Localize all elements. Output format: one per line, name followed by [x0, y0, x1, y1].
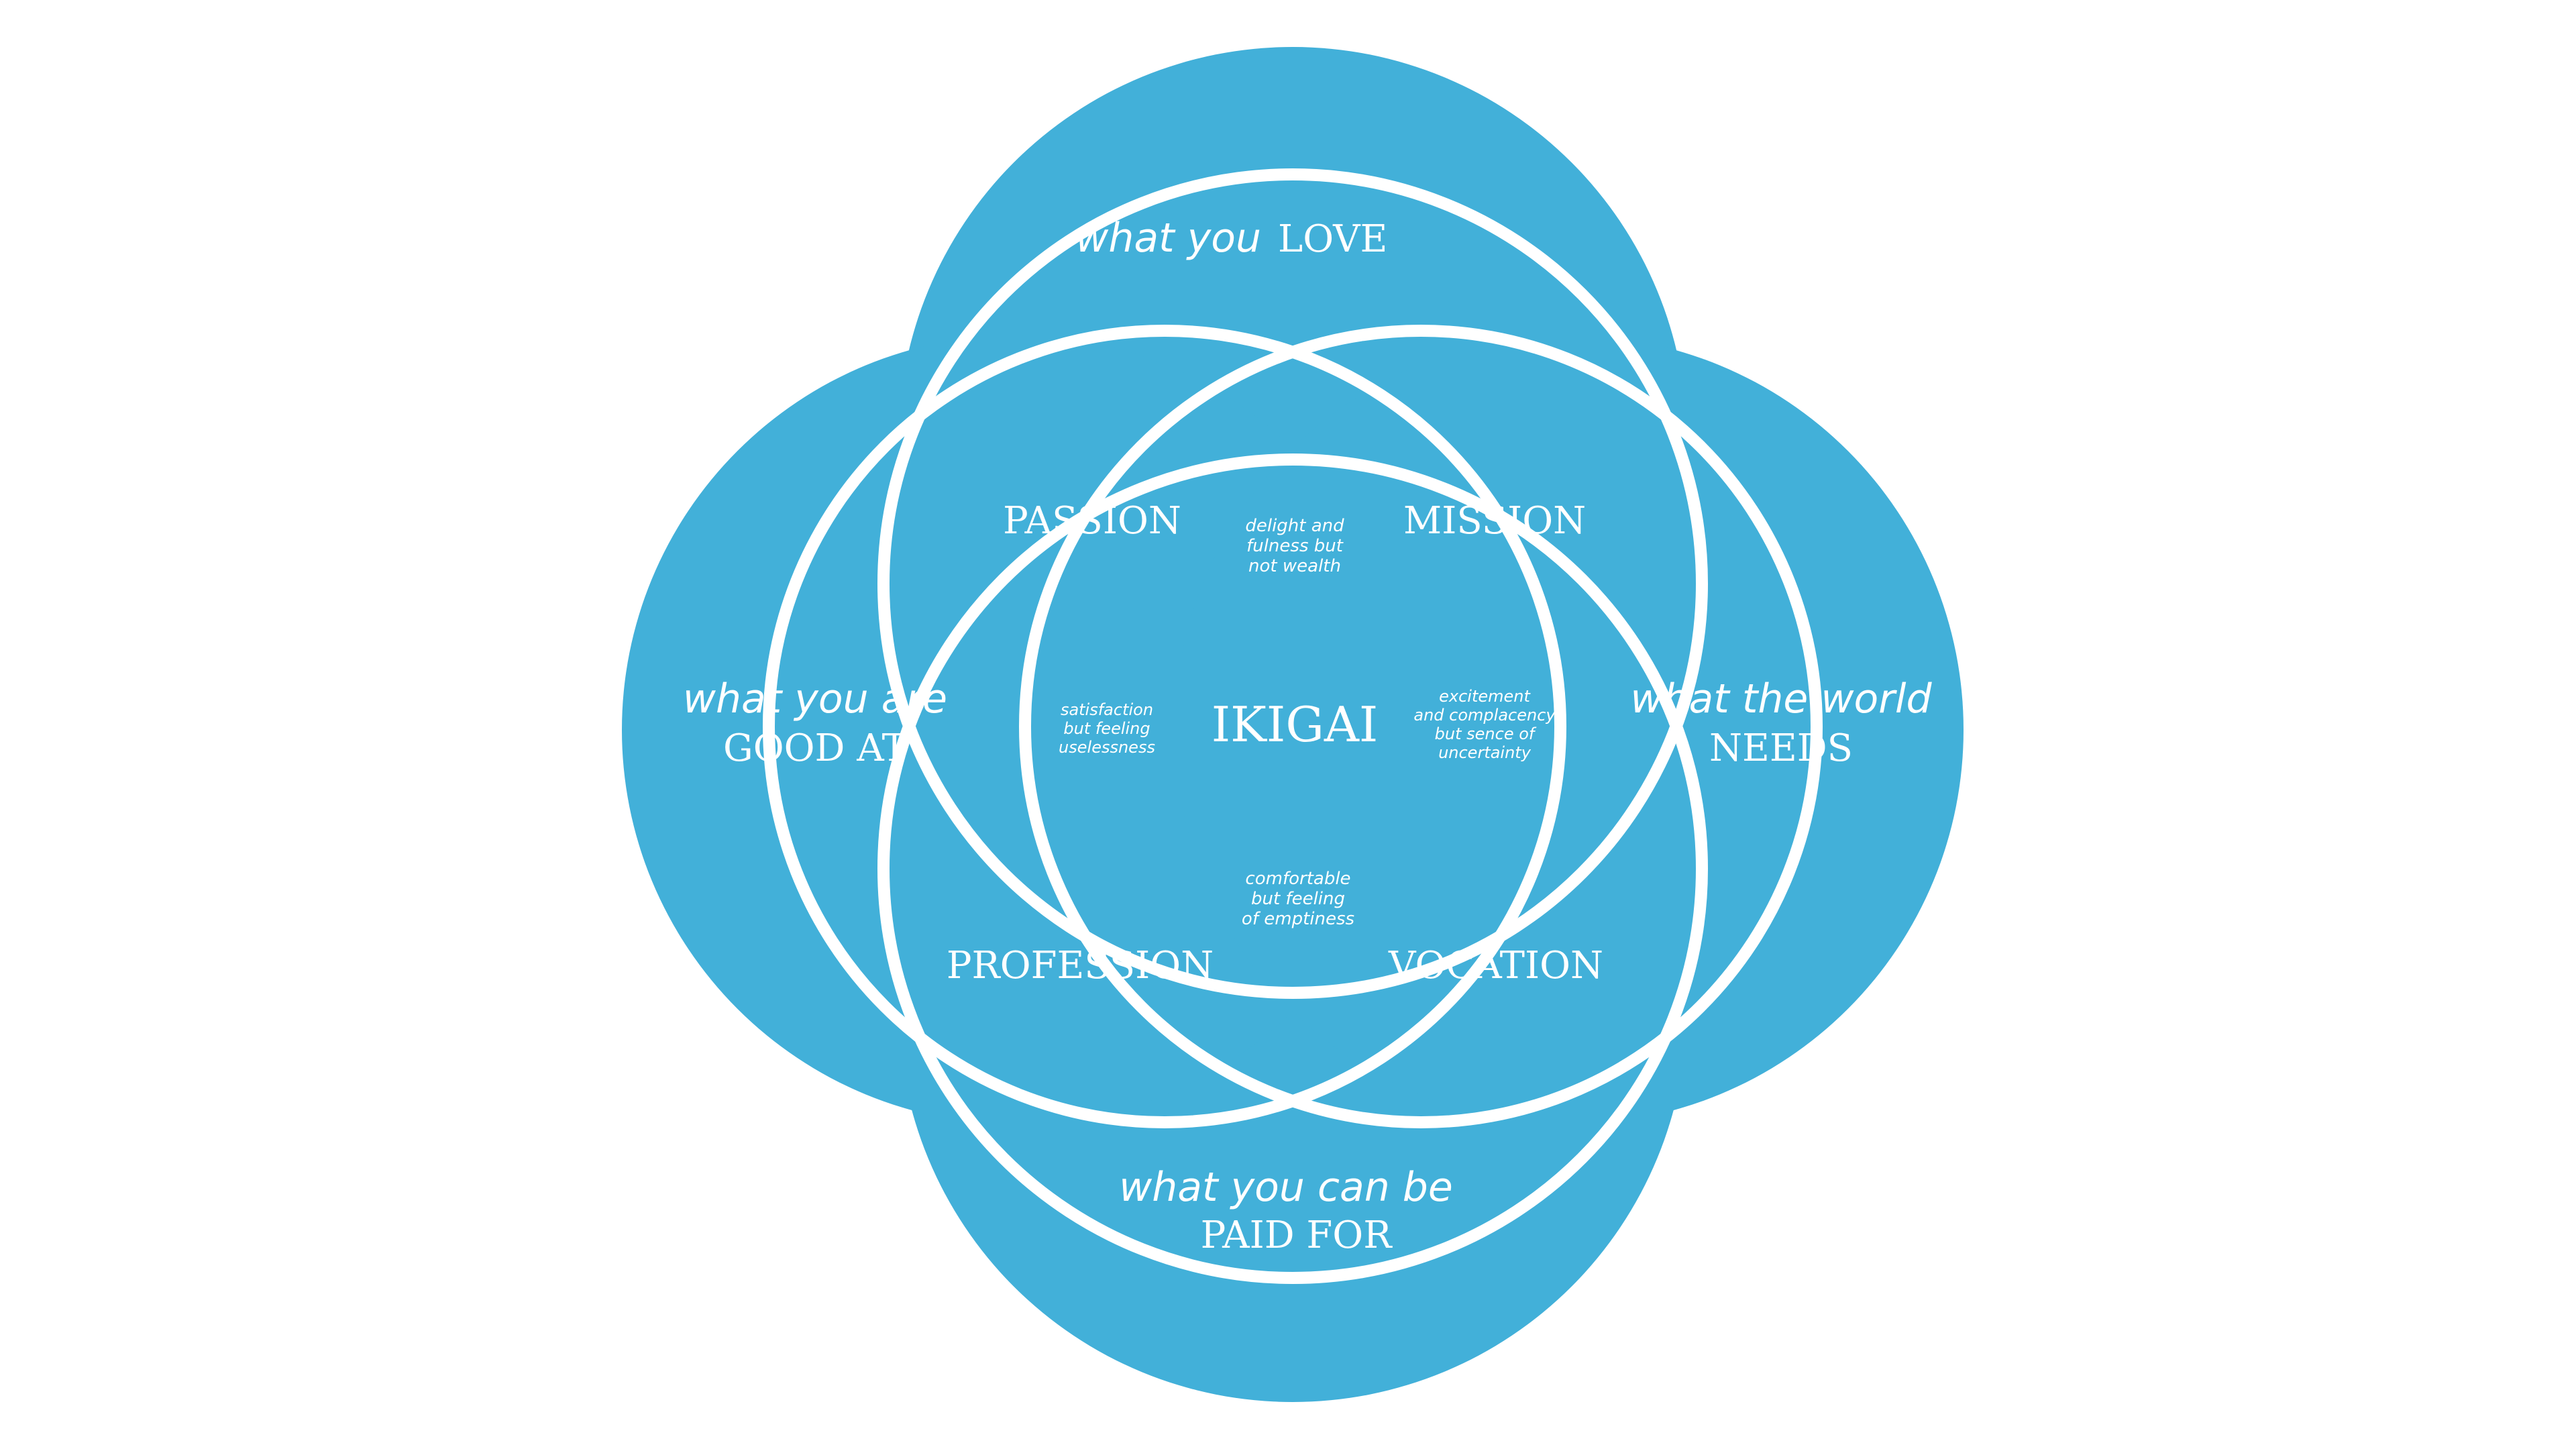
- note-left: satisfaction but feeling uselessness: [1059, 700, 1155, 757]
- ikigai-label: IKIGAI: [1212, 696, 1379, 753]
- circle-right-stroke: [763, 325, 1566, 1128]
- top-label-line1: what you: [1075, 215, 1261, 262]
- note-right-line: uncertainty: [1438, 743, 1532, 762]
- profession-label: PROFESSION: [947, 944, 1214, 987]
- vocation-label: VOCATION: [1388, 944, 1603, 987]
- mission-label: MISSION: [1403, 499, 1586, 543]
- note-top-line: fulness but: [1246, 536, 1344, 556]
- bottom-label-line2: PAID FOR: [1201, 1214, 1393, 1257]
- circle-top-inner-stroke: [877, 453, 1708, 1284]
- note-left-line: uselessness: [1059, 738, 1155, 757]
- left-label-line2: GOOD AT: [723, 727, 907, 770]
- note-top-line: not wealth: [1248, 556, 1341, 576]
- top-label-line2: LOVE: [1278, 217, 1387, 261]
- left-label-line1: what you are: [683, 676, 947, 722]
- note-bottom: comfortable but feeling of emptiness: [1242, 869, 1354, 929]
- note-left-line: but feeling: [1063, 719, 1150, 738]
- right-label-line1: what the world: [1630, 676, 1932, 722]
- note-right-line: and complacency: [1413, 706, 1556, 724]
- circle-bottom-inner-stroke: [877, 168, 1708, 999]
- note-top: delight and fulness but not wealth: [1245, 516, 1344, 576]
- note-right-line: excitement: [1439, 687, 1531, 706]
- note-bottom-line: comfortable: [1245, 869, 1350, 889]
- note-top-line: delight and: [1245, 516, 1344, 536]
- note-right-line: but sence of: [1435, 724, 1537, 743]
- passion-label: PASSION: [1003, 499, 1181, 543]
- circle-left-stroke: [1019, 325, 1823, 1128]
- note-right: excitement and complacency but sence of …: [1413, 687, 1556, 762]
- note-left-line: satisfaction: [1061, 700, 1153, 719]
- note-bottom-line: but feeling: [1251, 889, 1345, 909]
- note-bottom-line: of emptiness: [1242, 909, 1354, 929]
- bottom-label-line1: what you can be: [1119, 1164, 1453, 1211]
- right-label-line2: NEEDS: [1709, 727, 1853, 770]
